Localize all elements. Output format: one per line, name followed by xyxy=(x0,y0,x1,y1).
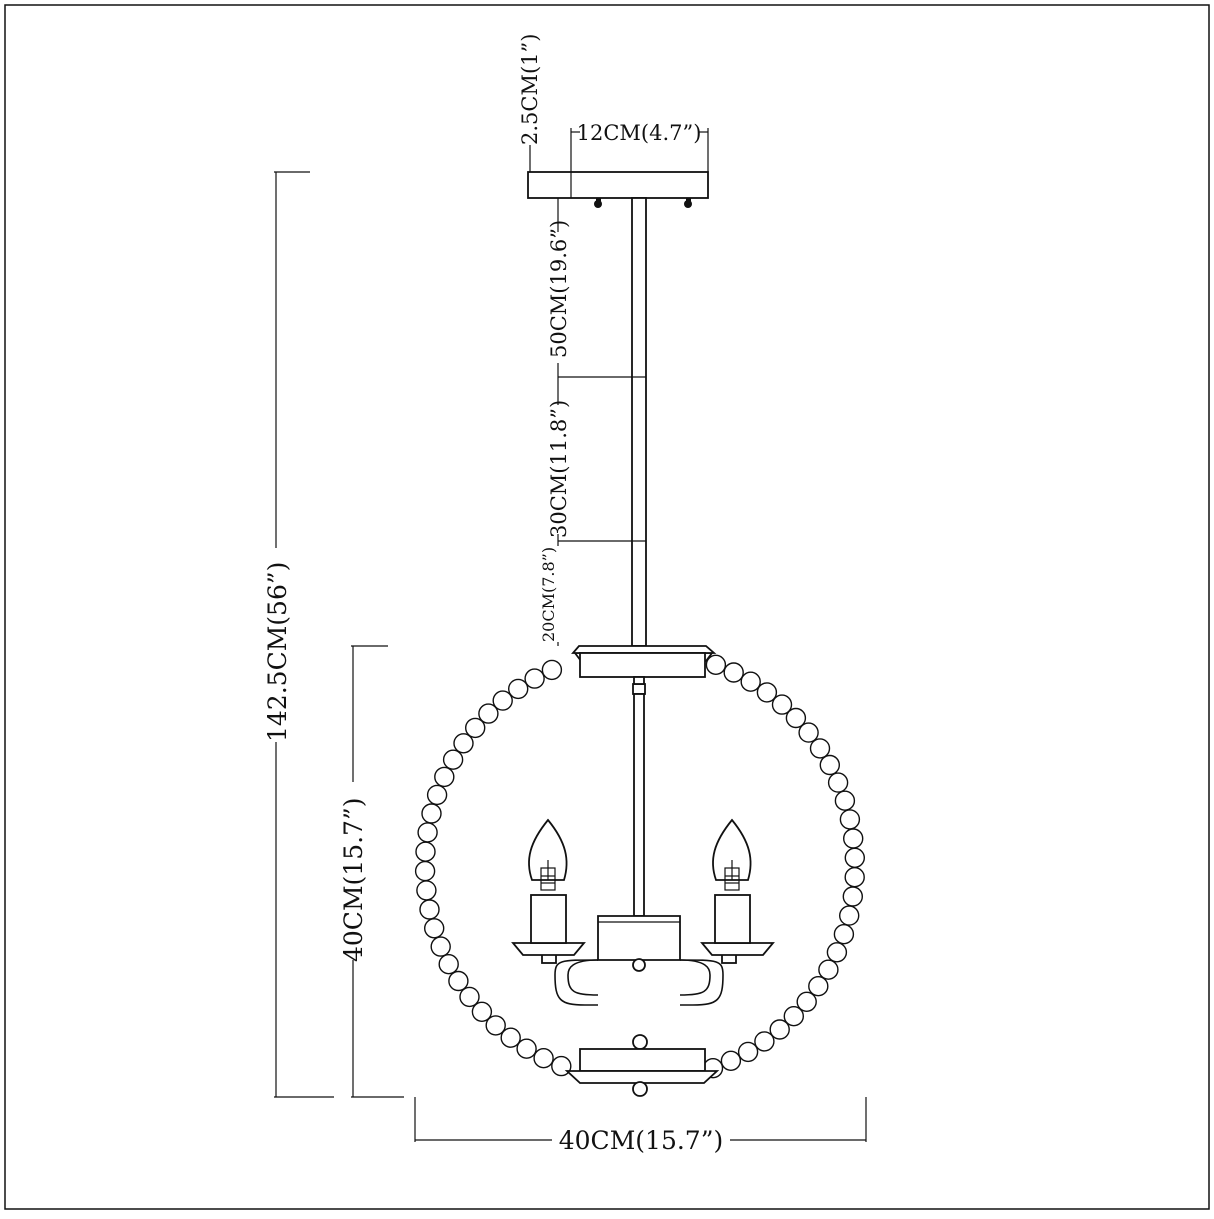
bead xyxy=(415,841,436,862)
top-bracket xyxy=(571,645,717,695)
bead xyxy=(492,690,513,711)
bead xyxy=(783,1006,804,1027)
fixture-height-label: 40CM(15.7”) xyxy=(339,798,368,963)
bead xyxy=(430,936,451,957)
bead xyxy=(785,707,807,729)
bead xyxy=(754,1031,775,1052)
bead xyxy=(485,1015,506,1036)
bead xyxy=(808,976,829,997)
bead xyxy=(843,828,864,849)
bead xyxy=(541,659,563,681)
bead xyxy=(844,847,865,868)
bead xyxy=(459,986,480,1008)
bead xyxy=(834,790,856,811)
bead xyxy=(809,738,831,759)
rod-50cm-label: 50CM(19.6”) xyxy=(547,220,571,358)
rod-20cm-dimension: 20CM(7.8”) xyxy=(539,541,559,646)
bead xyxy=(769,1019,790,1040)
bead xyxy=(533,1047,554,1069)
rod-30cm-dimension: 30CM(11.8”) xyxy=(547,377,571,541)
bead xyxy=(471,1001,493,1022)
bead xyxy=(771,694,793,715)
right-arm xyxy=(679,818,775,1006)
bead xyxy=(826,942,848,963)
bead xyxy=(478,703,499,724)
bead xyxy=(798,722,819,743)
ceiling-canopy xyxy=(527,171,709,208)
bead xyxy=(416,880,437,901)
bead xyxy=(839,905,860,926)
bead xyxy=(453,733,474,754)
bead xyxy=(426,784,448,806)
bead xyxy=(417,822,438,843)
bead xyxy=(500,1027,521,1048)
fixture-width-label: 40CM(15.7”) xyxy=(559,1126,724,1155)
bead xyxy=(833,924,855,945)
bead-ring xyxy=(414,654,865,1079)
bead xyxy=(419,899,440,920)
overall-height-label: 142.5CM(56”) xyxy=(263,562,292,742)
bead xyxy=(424,918,445,939)
bead xyxy=(740,671,761,692)
canopy-width-label: 12CM(4.7”) xyxy=(577,121,702,145)
bead xyxy=(516,1038,537,1059)
canopy-width-dimension: 12CM(4.7”) xyxy=(570,121,709,172)
fixture-height-dimension: 40CM(15.7”) xyxy=(339,645,404,1098)
bead xyxy=(819,754,840,776)
canopy-height-label: 2.5CM(1”) xyxy=(518,34,542,145)
rod-30cm-label: 30CM(11.8”) xyxy=(547,400,571,538)
center-hub xyxy=(597,915,681,972)
bead xyxy=(818,959,839,980)
bead xyxy=(414,860,436,882)
bead xyxy=(756,682,778,703)
bead xyxy=(421,803,442,824)
bead xyxy=(827,772,849,793)
bead xyxy=(839,809,861,830)
bead xyxy=(723,662,744,683)
bead xyxy=(705,654,727,675)
bead xyxy=(438,954,459,975)
bead xyxy=(434,766,455,788)
bead xyxy=(442,749,464,770)
left-arm xyxy=(511,818,599,1006)
bead xyxy=(796,991,817,1012)
drawing-frame xyxy=(4,4,1210,1210)
bead xyxy=(524,668,545,689)
rod-20cm-label: 20CM(7.8”) xyxy=(539,547,558,642)
bead xyxy=(720,1050,742,1072)
bead xyxy=(844,867,865,888)
rod-50cm-dimension: 50CM(19.6”) xyxy=(547,198,571,377)
bead xyxy=(508,678,529,700)
down-rod xyxy=(558,197,647,647)
overall-height-dimension: 142.5CM(56”) xyxy=(263,171,334,1098)
bottom-bracket xyxy=(564,1034,720,1097)
bead xyxy=(465,717,486,739)
bead xyxy=(737,1041,759,1063)
canopy-height-dimension: 2.5CM(1”) xyxy=(518,34,542,172)
bead xyxy=(448,970,469,992)
bead xyxy=(842,886,863,907)
inner-rod xyxy=(633,693,645,917)
fixture-width-dimension: 40CM(15.7”) xyxy=(414,1097,867,1155)
